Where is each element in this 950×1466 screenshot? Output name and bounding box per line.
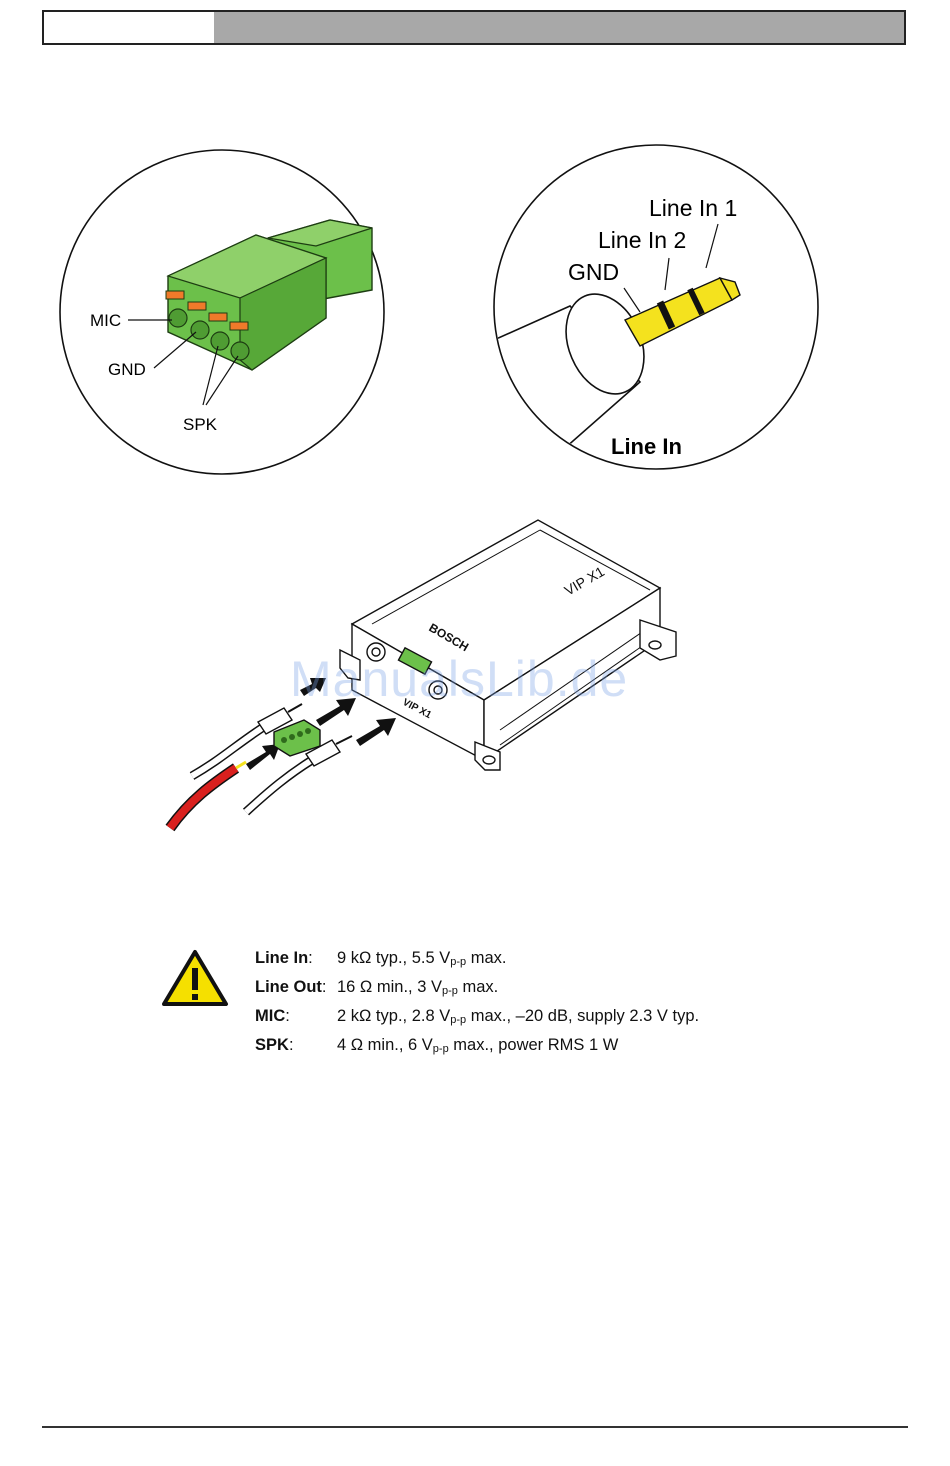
watermark: ManualsLib.de	[290, 650, 628, 708]
line-in-caption: Line In	[611, 434, 682, 459]
warning-triangle-icon	[160, 948, 230, 1008]
spec-key: MIC	[255, 1007, 285, 1025]
jack-detail: Line In 1 Line In 2 GND Line In	[494, 145, 818, 470]
spec-key: SPK	[255, 1036, 289, 1054]
spec-value: 9 kΩ typ., 5.5 Vp-p max.	[337, 946, 506, 975]
spec-value: 2 kΩ typ., 2.8 Vp-p max., –20 dB, supply…	[337, 1004, 699, 1033]
spec-value: 16 Ω min., 3 Vp-p max.	[337, 975, 498, 1004]
mic-callout: MIC	[90, 311, 121, 330]
jack-gnd-callout: GND	[568, 259, 619, 285]
spec-row-line-in: Line In: 9 kΩ typ., 5.5 Vp-p max.	[255, 946, 699, 975]
device-drawing: VIP X1 BOSCH VIP X1	[340, 520, 676, 770]
audio-specs: Line In: 9 kΩ typ., 5.5 Vp-p max. Line O…	[255, 946, 699, 1062]
line-in-2-callout: Line In 2	[598, 227, 686, 253]
spec-row-line-out: Line Out: 16 Ω min., 3 Vp-p max.	[255, 975, 699, 1004]
spk-callout: SPK	[183, 415, 218, 434]
connection-figure: MIC GND SPK Line In 1 Line In 2 GND Line…	[0, 0, 950, 900]
terminal-block-detail: MIC GND SPK	[60, 150, 384, 474]
spec-key: Line Out	[255, 978, 322, 996]
spec-value: 4 Ω min., 6 Vp-p max., power RMS 1 W	[337, 1033, 618, 1062]
line-in-1-callout: Line In 1	[649, 195, 737, 221]
gnd-callout: GND	[108, 360, 146, 379]
spec-row-mic: MIC: 2 kΩ typ., 2.8 Vp-p max., –20 dB, s…	[255, 1004, 699, 1033]
footer-rule	[42, 1426, 908, 1428]
spec-row-spk: SPK: 4 Ω min., 6 Vp-p max., power RMS 1 …	[255, 1033, 699, 1062]
spec-key: Line In	[255, 949, 308, 967]
